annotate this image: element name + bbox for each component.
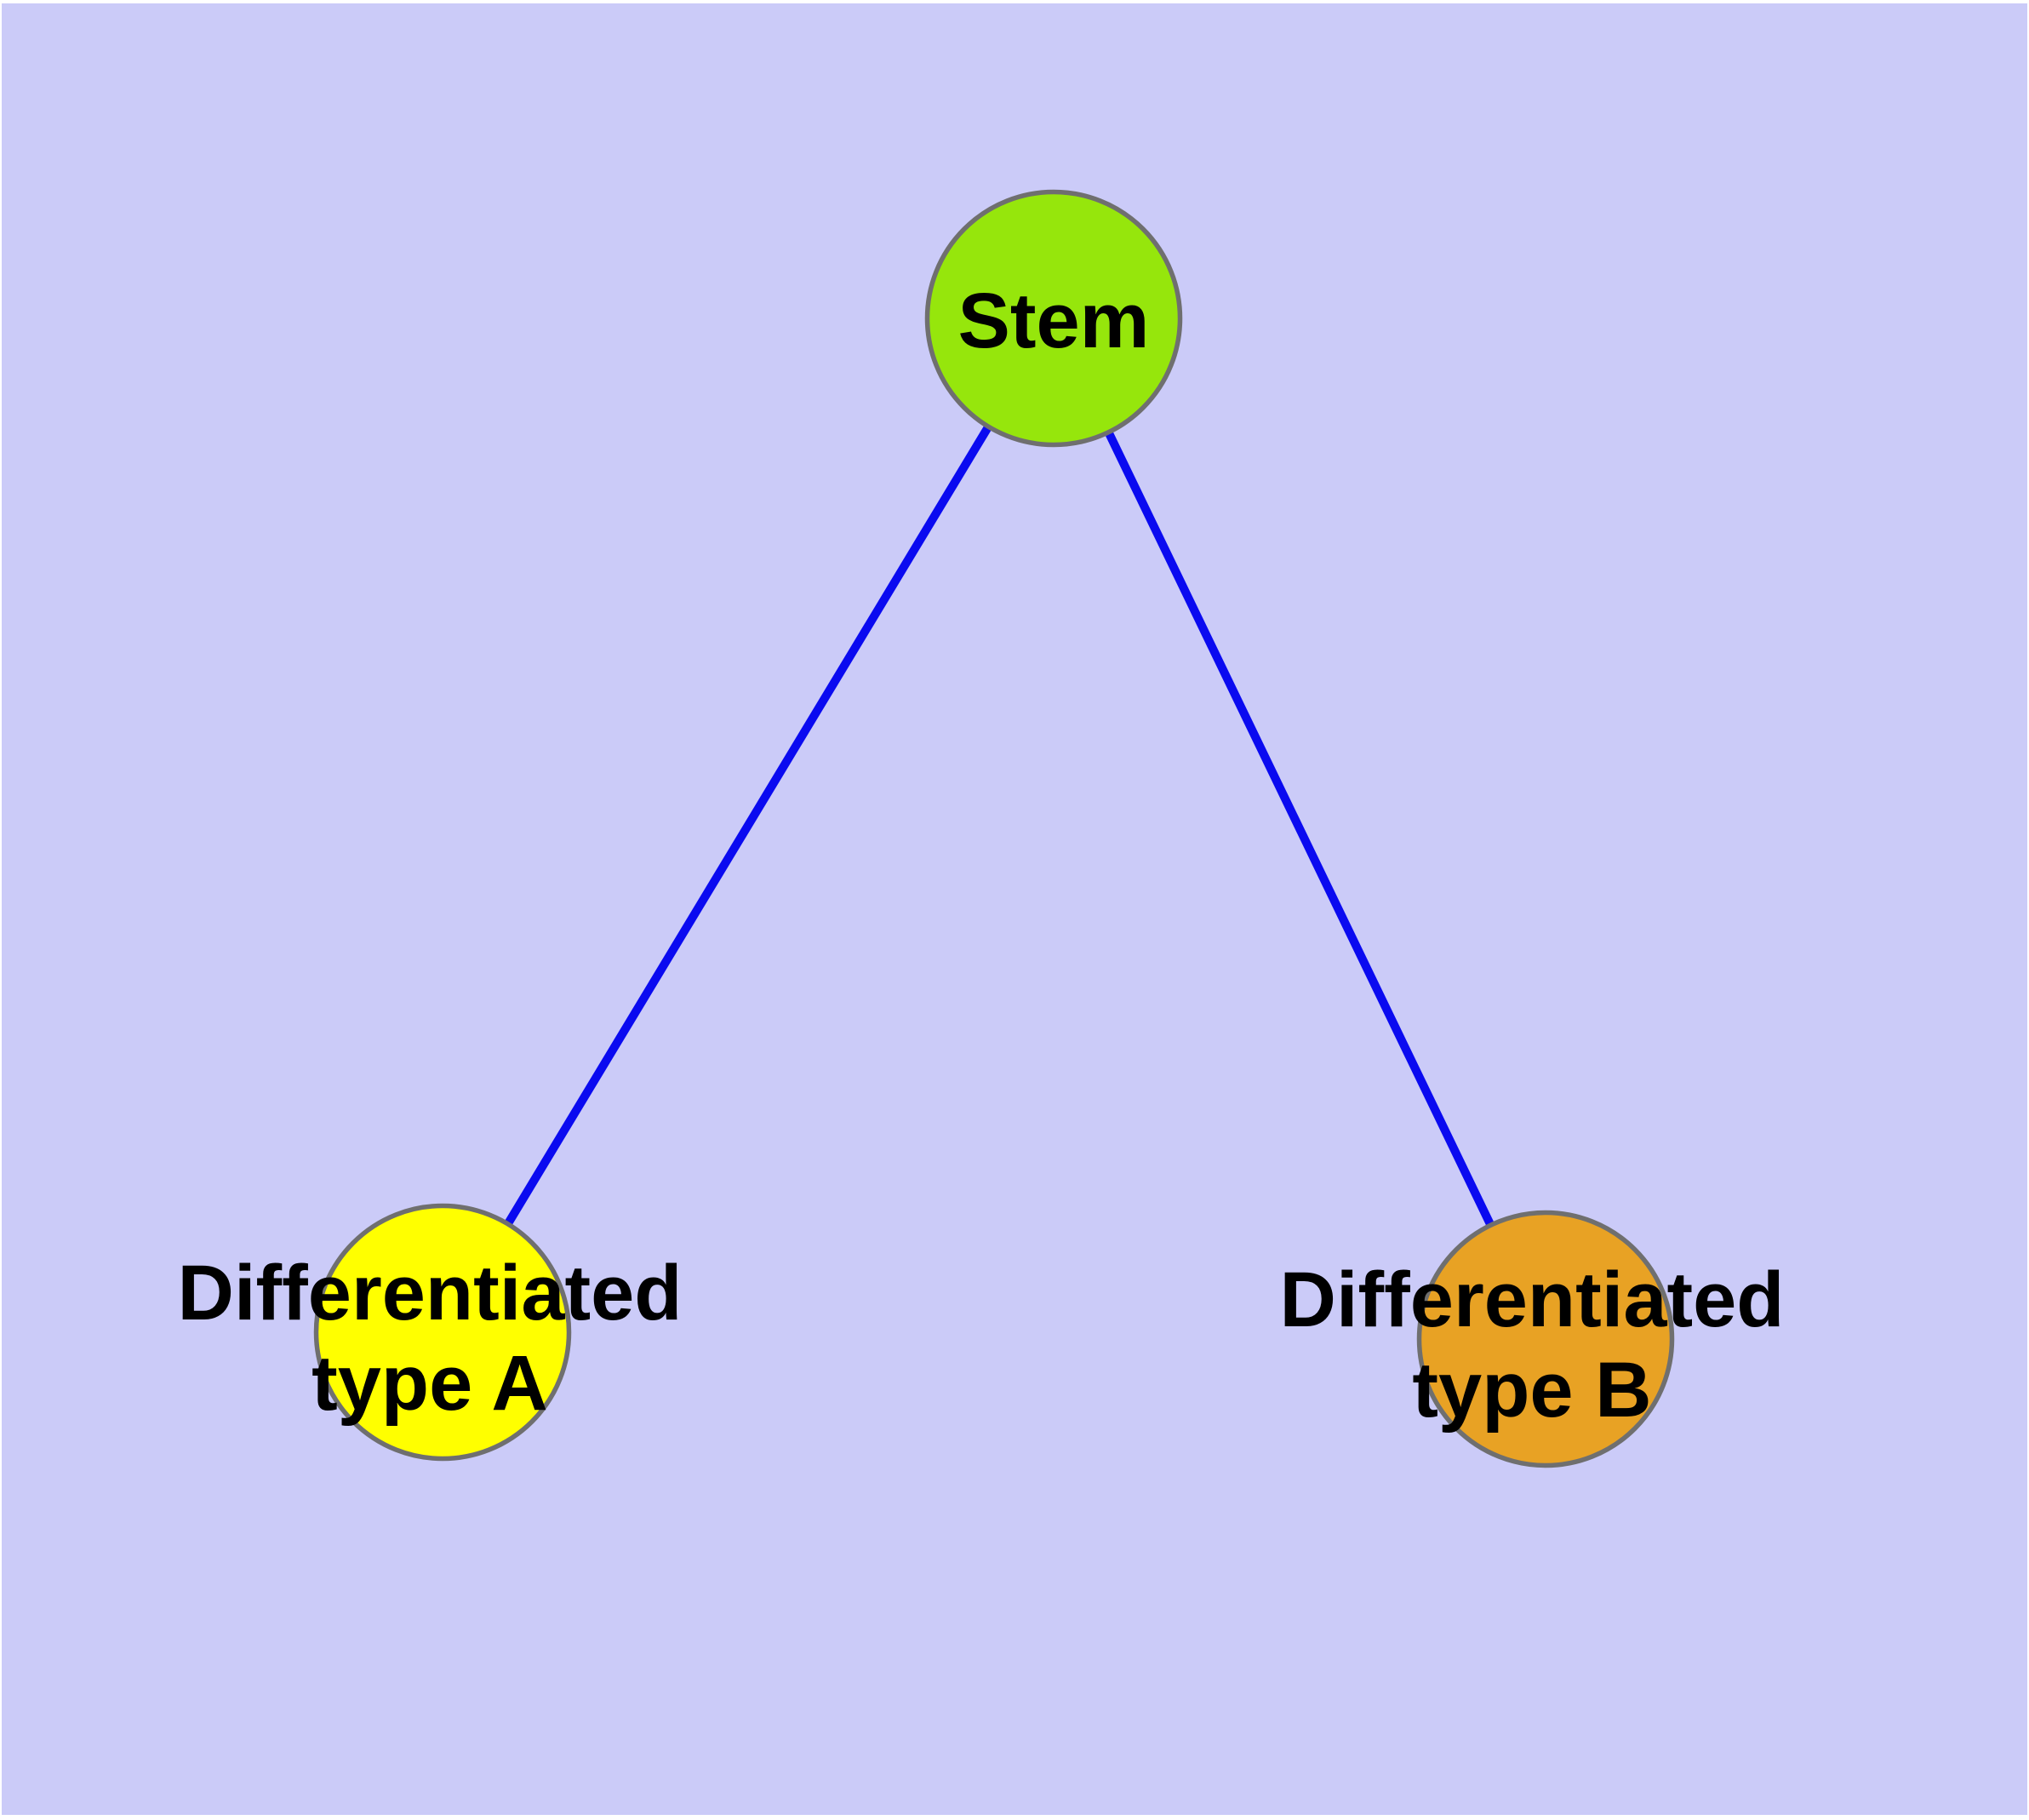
label-line-2: type A: [311, 1340, 548, 1427]
label-line-2: type B: [1412, 1347, 1652, 1434]
node-differentiated-type-a-label: Differentiated type A: [178, 1248, 683, 1428]
label-line-1: Differentiated: [177, 1250, 683, 1336]
node-differentiated-type-b-circle: [1416, 1210, 1675, 1468]
node-stem-label: Stem: [957, 278, 1150, 364]
edge-stem-to-type-b: [1049, 316, 1550, 1342]
label-line-1: Differentiated: [1279, 1256, 1785, 1343]
edge-stem-to-type-a: [438, 316, 1058, 1335]
node-differentiated-type-a-circle: [313, 1203, 572, 1462]
node-differentiated-type-b-label: Differentiated type B: [1280, 1255, 1785, 1435]
node-stem-circle: [924, 189, 1183, 448]
